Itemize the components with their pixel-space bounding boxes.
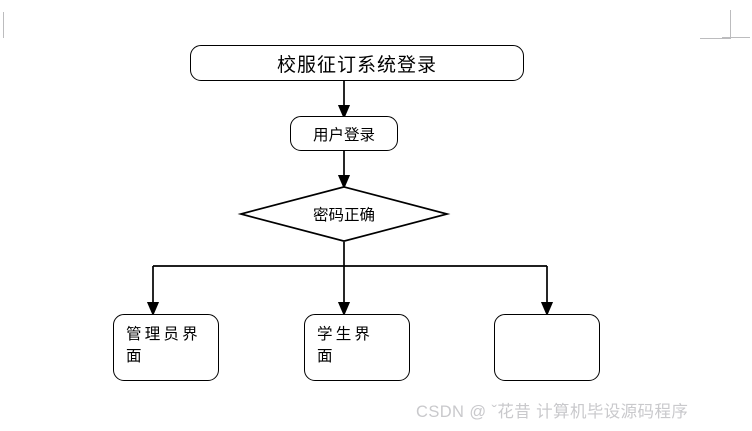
node-user-login-label: 用户登录: [312, 126, 375, 144]
node-admin-interface-line1: 管理员界: [126, 326, 201, 343]
csdn-watermark: CSDN @ ˇ花昔 计算机毕设源码程序: [416, 403, 689, 421]
node-student-interface-label: 学生界 面: [317, 324, 403, 368]
node-student-interface-line2: 面: [317, 348, 333, 365]
node-system-title-label: 校服征订系统登录: [276, 54, 437, 76]
node-student-interface[interactable]: 学生界 面: [304, 314, 410, 381]
node-empty-branch[interactable]: [494, 314, 600, 381]
node-system-title[interactable]: 校服征订系统登录: [190, 45, 524, 81]
node-student-interface-line1: 学生界: [317, 326, 374, 343]
page-margin-mark-left: [3, 12, 14, 38]
node-admin-interface[interactable]: 管理员界 面: [113, 314, 219, 381]
node-password-correct[interactable]: 密码正确: [237, 186, 451, 242]
node-user-login[interactable]: 用户登录: [290, 116, 398, 151]
page-margin-mark-right-tail: [722, 37, 750, 40]
node-admin-interface-label: 管理员界 面: [126, 324, 212, 368]
decision-diamond-shape: [237, 186, 451, 242]
page-margin-mark-right: [700, 10, 731, 39]
node-admin-interface-line2: 面: [126, 348, 142, 365]
